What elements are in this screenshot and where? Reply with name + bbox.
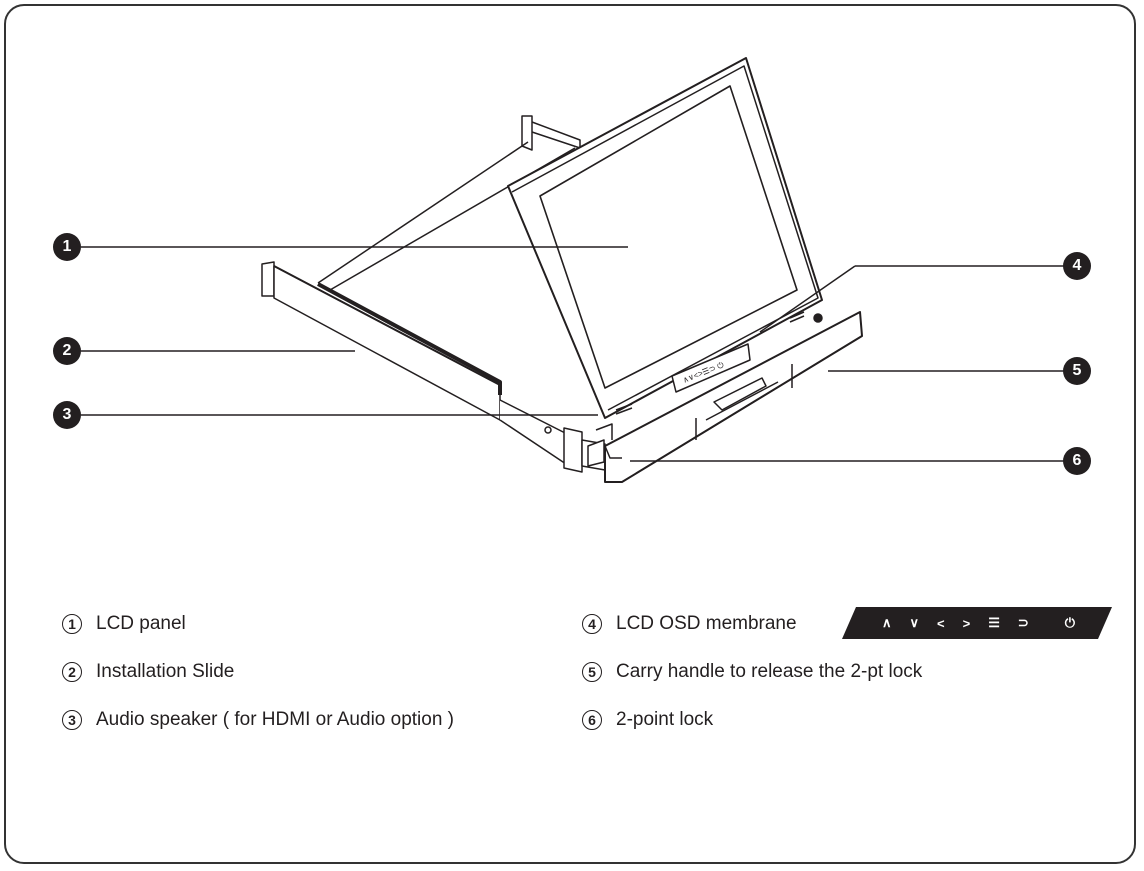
menu-icon: ☰	[988, 615, 1000, 630]
legend-item-installation-slide: 2 Installation Slide	[62, 661, 234, 683]
callout-marker-6: 6	[1063, 447, 1091, 475]
diagram-frame	[4, 4, 1136, 864]
power-icon: ⏻	[1064, 615, 1076, 630]
legend-number: 1	[62, 614, 82, 634]
callout-marker-4: 4	[1063, 252, 1091, 280]
legend-number: 6	[582, 710, 602, 730]
legend-number: 3	[62, 710, 82, 730]
return-icon: ⊃	[1017, 615, 1029, 630]
legend-label: LCD panel	[96, 613, 186, 634]
legend-item-2-point-lock: 6 2-point lock	[582, 709, 713, 731]
right-arrow-icon: >	[962, 615, 971, 631]
left-arrow-icon: <	[937, 615, 945, 631]
callout-marker-3: 3	[53, 401, 81, 429]
osd-membrane-strip: ∧ ∨ < > ☰ ⊃ ⏻	[842, 607, 1112, 639]
legend-number: 2	[62, 662, 82, 682]
legend-label: Audio speaker ( for HDMI or Audio option…	[96, 709, 455, 730]
callout-marker-1: 1	[53, 233, 81, 261]
legend-label: 2-point lock	[616, 709, 714, 730]
callout-marker-5: 5	[1063, 357, 1091, 385]
legend-label: Carry handle to release the 2-pt lock	[616, 661, 923, 682]
osd-strip-shape	[842, 607, 1112, 639]
legend-label: Installation Slide	[96, 661, 235, 682]
down-arrow-icon: ∨	[909, 615, 920, 630]
callout-marker-2: 2	[53, 337, 81, 365]
up-arrow-icon: ∧	[882, 615, 892, 630]
legend-item-lcd-osd-membrane: 4 LCD OSD membrane	[582, 613, 797, 635]
legend-label: LCD OSD membrane	[616, 613, 797, 634]
legend-number: 4	[582, 614, 602, 634]
legend-item-audio-speaker: 3 Audio speaker ( for HDMI or Audio opti…	[62, 709, 454, 731]
legend-item-carry-handle: 5 Carry handle to release the 2-pt lock	[582, 661, 922, 683]
legend-item-lcd-panel: 1 LCD panel	[62, 613, 186, 635]
legend-number: 5	[582, 662, 602, 682]
